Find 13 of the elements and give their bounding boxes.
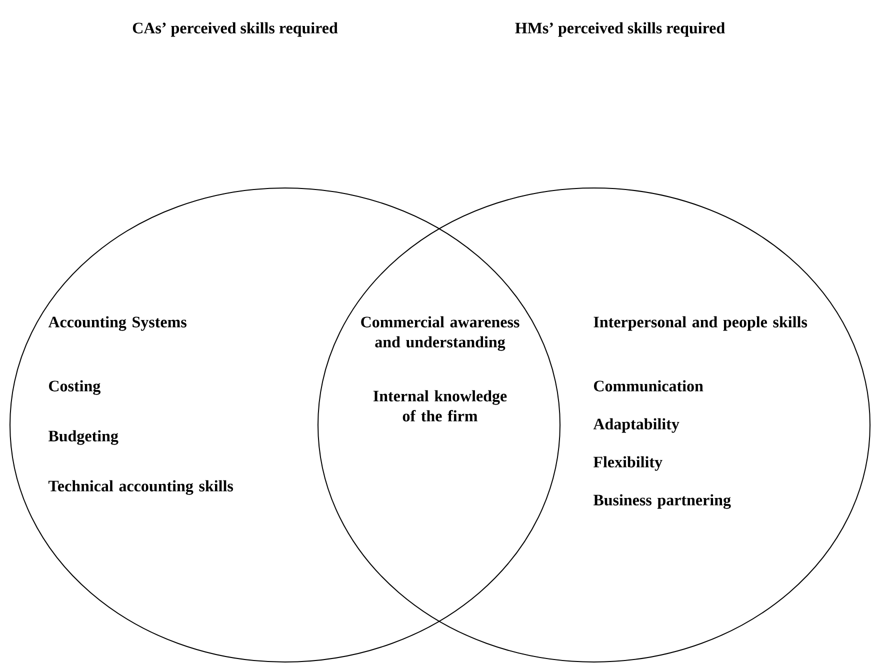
- heading: CAs’ perceived skills required: [132, 22, 338, 37]
- list-item: Costing: [49, 380, 100, 395]
- list-item: Adaptability: [593, 418, 680, 433]
- list-item: Technical accounting skills: [48, 480, 234, 495]
- list-item: Accounting Systems: [48, 316, 186, 331]
- list-item: Communication: [594, 380, 704, 392]
- overlap-text: Commercial awareness and understanding: [361, 316, 520, 351]
- heading: HMs’ perceived skills required: [515, 22, 725, 37]
- list-item: Interpersonal and people skills: [594, 316, 808, 331]
- overlap-text: Internal knowledge of the firm: [373, 390, 507, 422]
- list-item: Flexibility: [593, 456, 662, 471]
- list-item: Business partnering: [593, 494, 731, 509]
- list-item: Budgeting: [48, 430, 118, 445]
